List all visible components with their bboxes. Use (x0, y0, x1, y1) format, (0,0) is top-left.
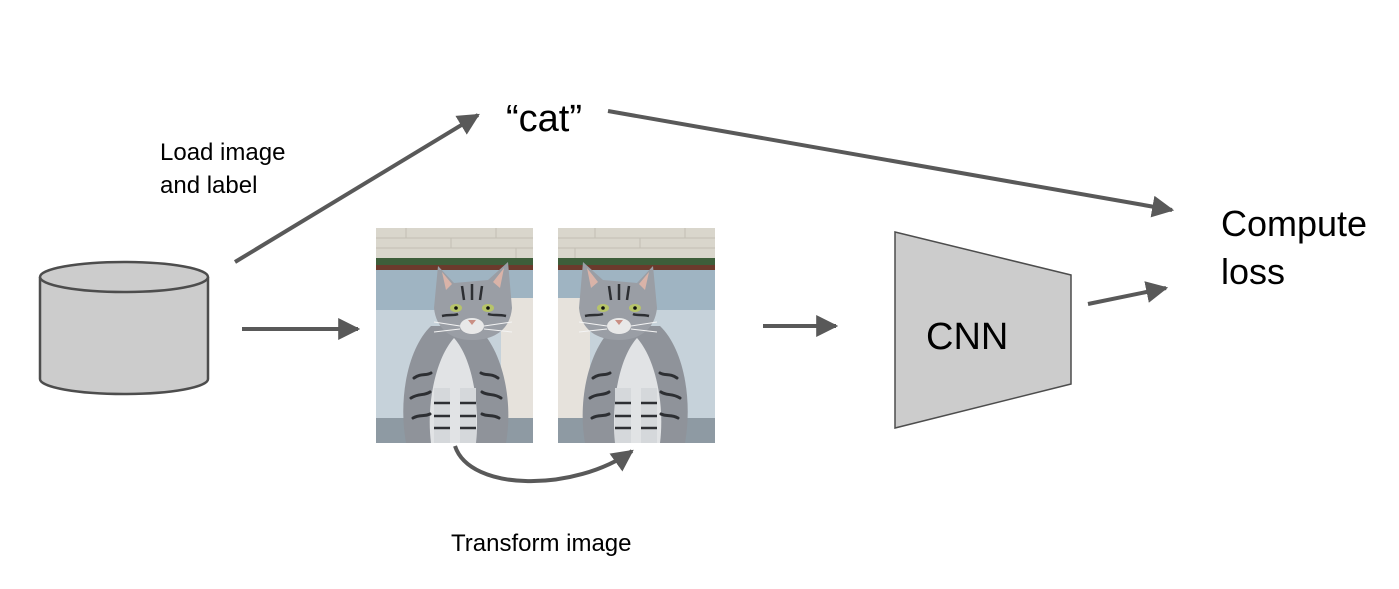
cnn-trapezoid-icon (894, 231, 1072, 429)
compute-loss-label-line1: Compute (1221, 203, 1368, 244)
compute-loss-label: Compute loss (1221, 200, 1367, 296)
compute-loss-label-line2: loss (1221, 251, 1286, 292)
load-image-label-line2: and label (160, 172, 258, 199)
arrow-transform-curve (453, 445, 634, 484)
load-image-label: Load image and label (160, 136, 285, 202)
transform-image-label: Transform image (451, 530, 632, 557)
arrow-load-to-label (233, 113, 480, 264)
cat-photo-original (374, 226, 535, 445)
cat-photo-flipped (556, 226, 717, 445)
arrow-cnn-to-loss (1087, 281, 1169, 306)
database-cylinder-icon (38, 260, 210, 396)
class-label: “cat” (506, 98, 582, 140)
arrow-label-to-loss (607, 109, 1175, 218)
cnn-label: CNN (926, 316, 1009, 358)
load-image-label-line1: Load image (160, 139, 286, 166)
